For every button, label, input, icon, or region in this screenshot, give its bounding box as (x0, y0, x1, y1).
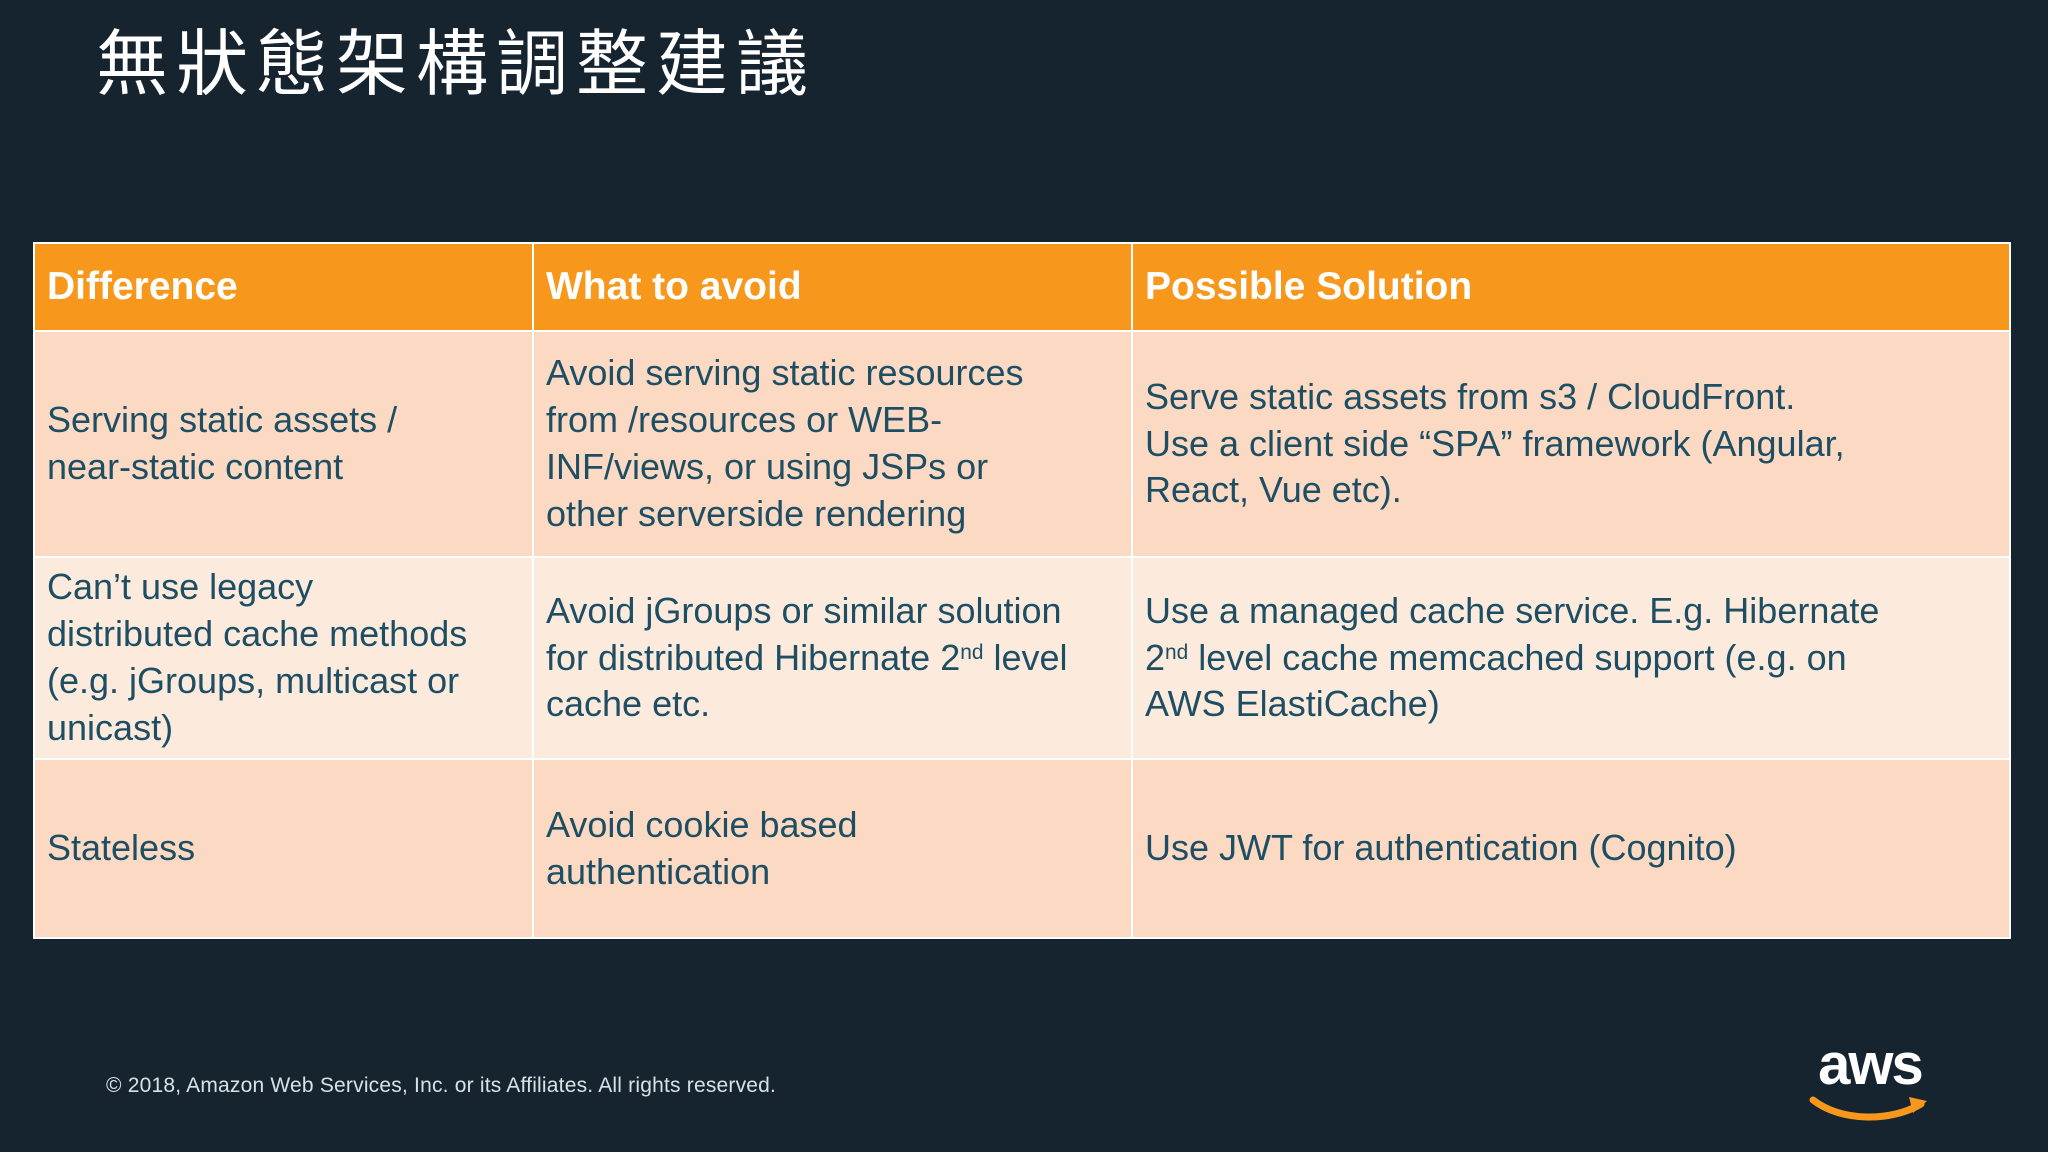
copyright-notice: © 2018, Amazon Web Services, Inc. or its… (106, 1074, 777, 1097)
cell-text: Can’t use legacy distributed cache metho… (47, 566, 468, 748)
header-label: Possible Solution (1145, 265, 1473, 308)
header-what-to-avoid: What to avoid (532, 242, 1133, 332)
amazon-smile-arrow-icon (1809, 1096, 1927, 1121)
cell-avoid-static-assets: Avoid serving static resources from /res… (532, 330, 1133, 558)
table-header-row: Difference What to avoid Possible Soluti… (33, 242, 2011, 332)
ordinal-superscript: nd (960, 641, 984, 665)
cell-avoid-distributed-cache: Avoid jGroups or similar solution for di… (532, 556, 1133, 760)
table-row-stateless: Stateless Avoid cookie based authenticat… (33, 758, 2011, 939)
cell-difference-stateless: Stateless (33, 758, 534, 939)
table-row-distributed-cache: Can’t use legacy distributed cache metho… (33, 556, 2011, 760)
cell-text: Avoid cookie based authentication (546, 803, 858, 892)
cell-difference-static-assets: Serving static assets / near-static cont… (33, 330, 534, 558)
cell-text: Avoid jGroups or similar solution for di… (546, 589, 1062, 678)
cell-difference-distributed-cache: Can’t use legacy distributed cache metho… (33, 556, 534, 760)
cell-text: Avoid serving static resources from /res… (546, 352, 1024, 534)
ordinal-superscript: nd (1165, 641, 1189, 665)
cell-text: Use a managed cache service. E.g. Hibern… (1145, 589, 1880, 678)
header-possible-solution: Possible Solution (1131, 242, 2011, 332)
cell-text: Serve static assets from s3 / CloudFront… (1145, 375, 1845, 511)
cell-avoid-stateless: Avoid cookie based authentication (532, 758, 1133, 939)
table-row-static-assets: Serving static assets / near-static cont… (33, 330, 2011, 558)
cell-text: level cache memcached support (e.g. on A… (1145, 636, 1847, 725)
aws-logo-text: aws (1818, 1032, 1924, 1097)
cell-solution-stateless: Use JWT for authentication (Cognito) (1131, 758, 2011, 939)
recommendations-table: Difference What to avoid Possible Soluti… (33, 242, 2011, 939)
cell-solution-static-assets: Serve static assets from s3 / CloudFront… (1131, 330, 2011, 558)
cell-text: level cache etc. (546, 636, 1068, 725)
cell-text: Use JWT for authentication (Cognito) (1145, 827, 1737, 869)
slide-title: 無狀態架構調整建議 (96, 25, 817, 105)
cell-solution-distributed-cache: Use a managed cache service. E.g. Hibern… (1131, 556, 2011, 760)
aws-logo: aws (1806, 1036, 1934, 1126)
header-label: Difference (47, 265, 238, 308)
cell-text: Serving static assets / near-static cont… (47, 399, 398, 487)
header-difference: Difference (33, 242, 534, 332)
header-label: What to avoid (546, 265, 802, 308)
cell-text: Stateless (47, 827, 196, 869)
